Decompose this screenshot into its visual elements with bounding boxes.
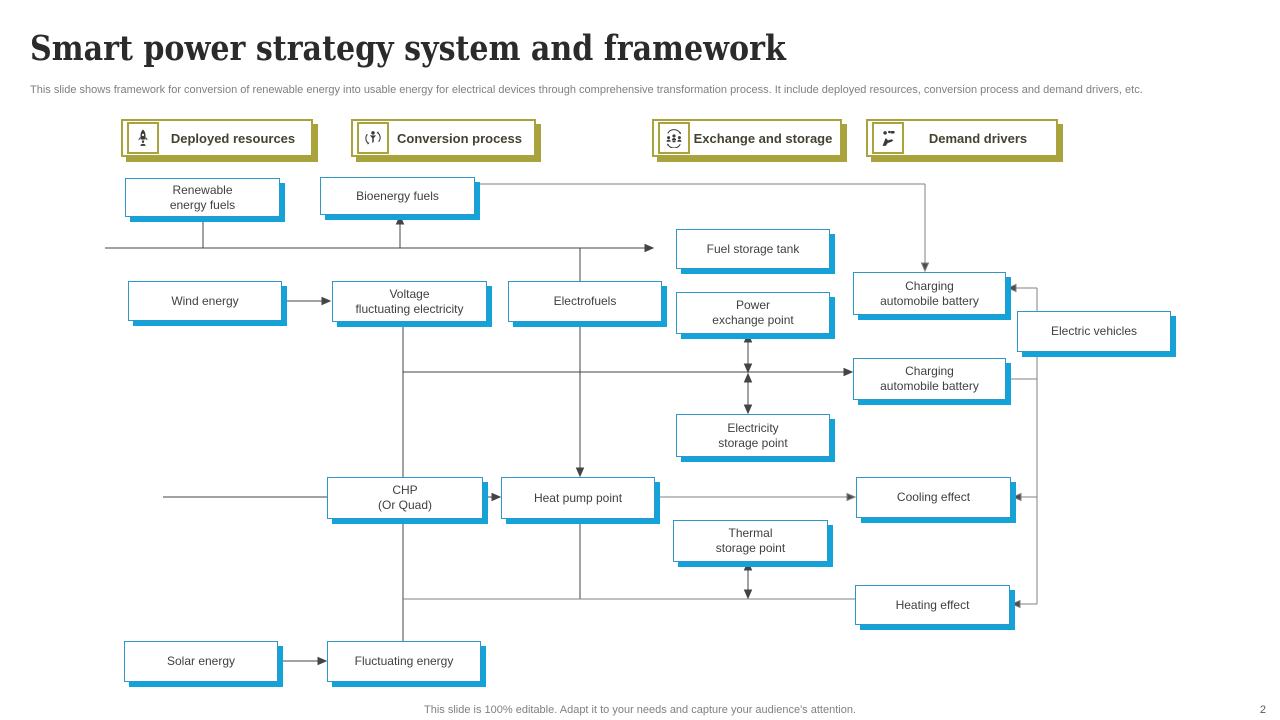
legend-label: Exchange and storage bbox=[693, 130, 833, 146]
legend-label: Deployed resources bbox=[170, 130, 296, 146]
legend-conversion-process: Conversion process bbox=[351, 119, 536, 157]
page-number: 2 bbox=[1259, 704, 1266, 716]
node-power-exchange-point: Power exchange point bbox=[676, 292, 830, 334]
node-thermal-storage-point: Thermal storage point bbox=[673, 520, 828, 562]
node-electrofuels: Electrofuels bbox=[508, 281, 662, 322]
node-electricity-storage-point: Electricity storage point bbox=[676, 414, 830, 457]
node-heat-pump-point: Heat pump point bbox=[501, 477, 655, 519]
slide-subtitle: This slide shows framework for conversio… bbox=[30, 84, 1143, 96]
legend-demand-drivers: Demand drivers bbox=[866, 119, 1058, 157]
node-charging-automobile-battery-bottom: Charging automobile battery bbox=[853, 358, 1006, 400]
conversion-icon bbox=[357, 122, 389, 154]
node-voltage-fluctuating-electricity: Voltage fluctuating electricity bbox=[332, 281, 487, 322]
rocket-icon bbox=[127, 122, 159, 154]
node-fuel-storage-tank: Fuel storage tank bbox=[676, 229, 830, 269]
node-fluctuating-energy: Fluctuating energy bbox=[327, 641, 481, 682]
page-title: Smart power strategy system and framewor… bbox=[30, 28, 786, 69]
node-bioenergy-fuels: Bioenergy fuels bbox=[320, 177, 475, 215]
legend-exchange-and-storage: Exchange and storage bbox=[652, 119, 842, 157]
exchange-icon bbox=[658, 122, 690, 154]
legend-label: Conversion process bbox=[397, 130, 522, 146]
legend-deployed-resources: Deployed resources bbox=[121, 119, 313, 157]
node-wind-energy: Wind energy bbox=[128, 281, 282, 321]
node-electric-vehicles: Electric vehicles bbox=[1017, 311, 1171, 352]
node-charging-automobile-battery-top: Charging automobile battery bbox=[853, 272, 1006, 315]
footer-note: This slide is 100% editable. Adapt it to… bbox=[424, 704, 856, 716]
node-heating-effect: Heating effect bbox=[855, 585, 1010, 625]
demand-icon bbox=[872, 122, 904, 154]
node-cooling-effect: Cooling effect bbox=[856, 477, 1011, 518]
node-solar-energy: Solar energy bbox=[124, 641, 278, 682]
node-chp-or-quad: CHP (Or Quad) bbox=[327, 477, 483, 519]
legend-label: Demand drivers bbox=[928, 130, 1028, 146]
node-renewable-energy-fuels: Renewable energy fuels bbox=[125, 178, 280, 217]
